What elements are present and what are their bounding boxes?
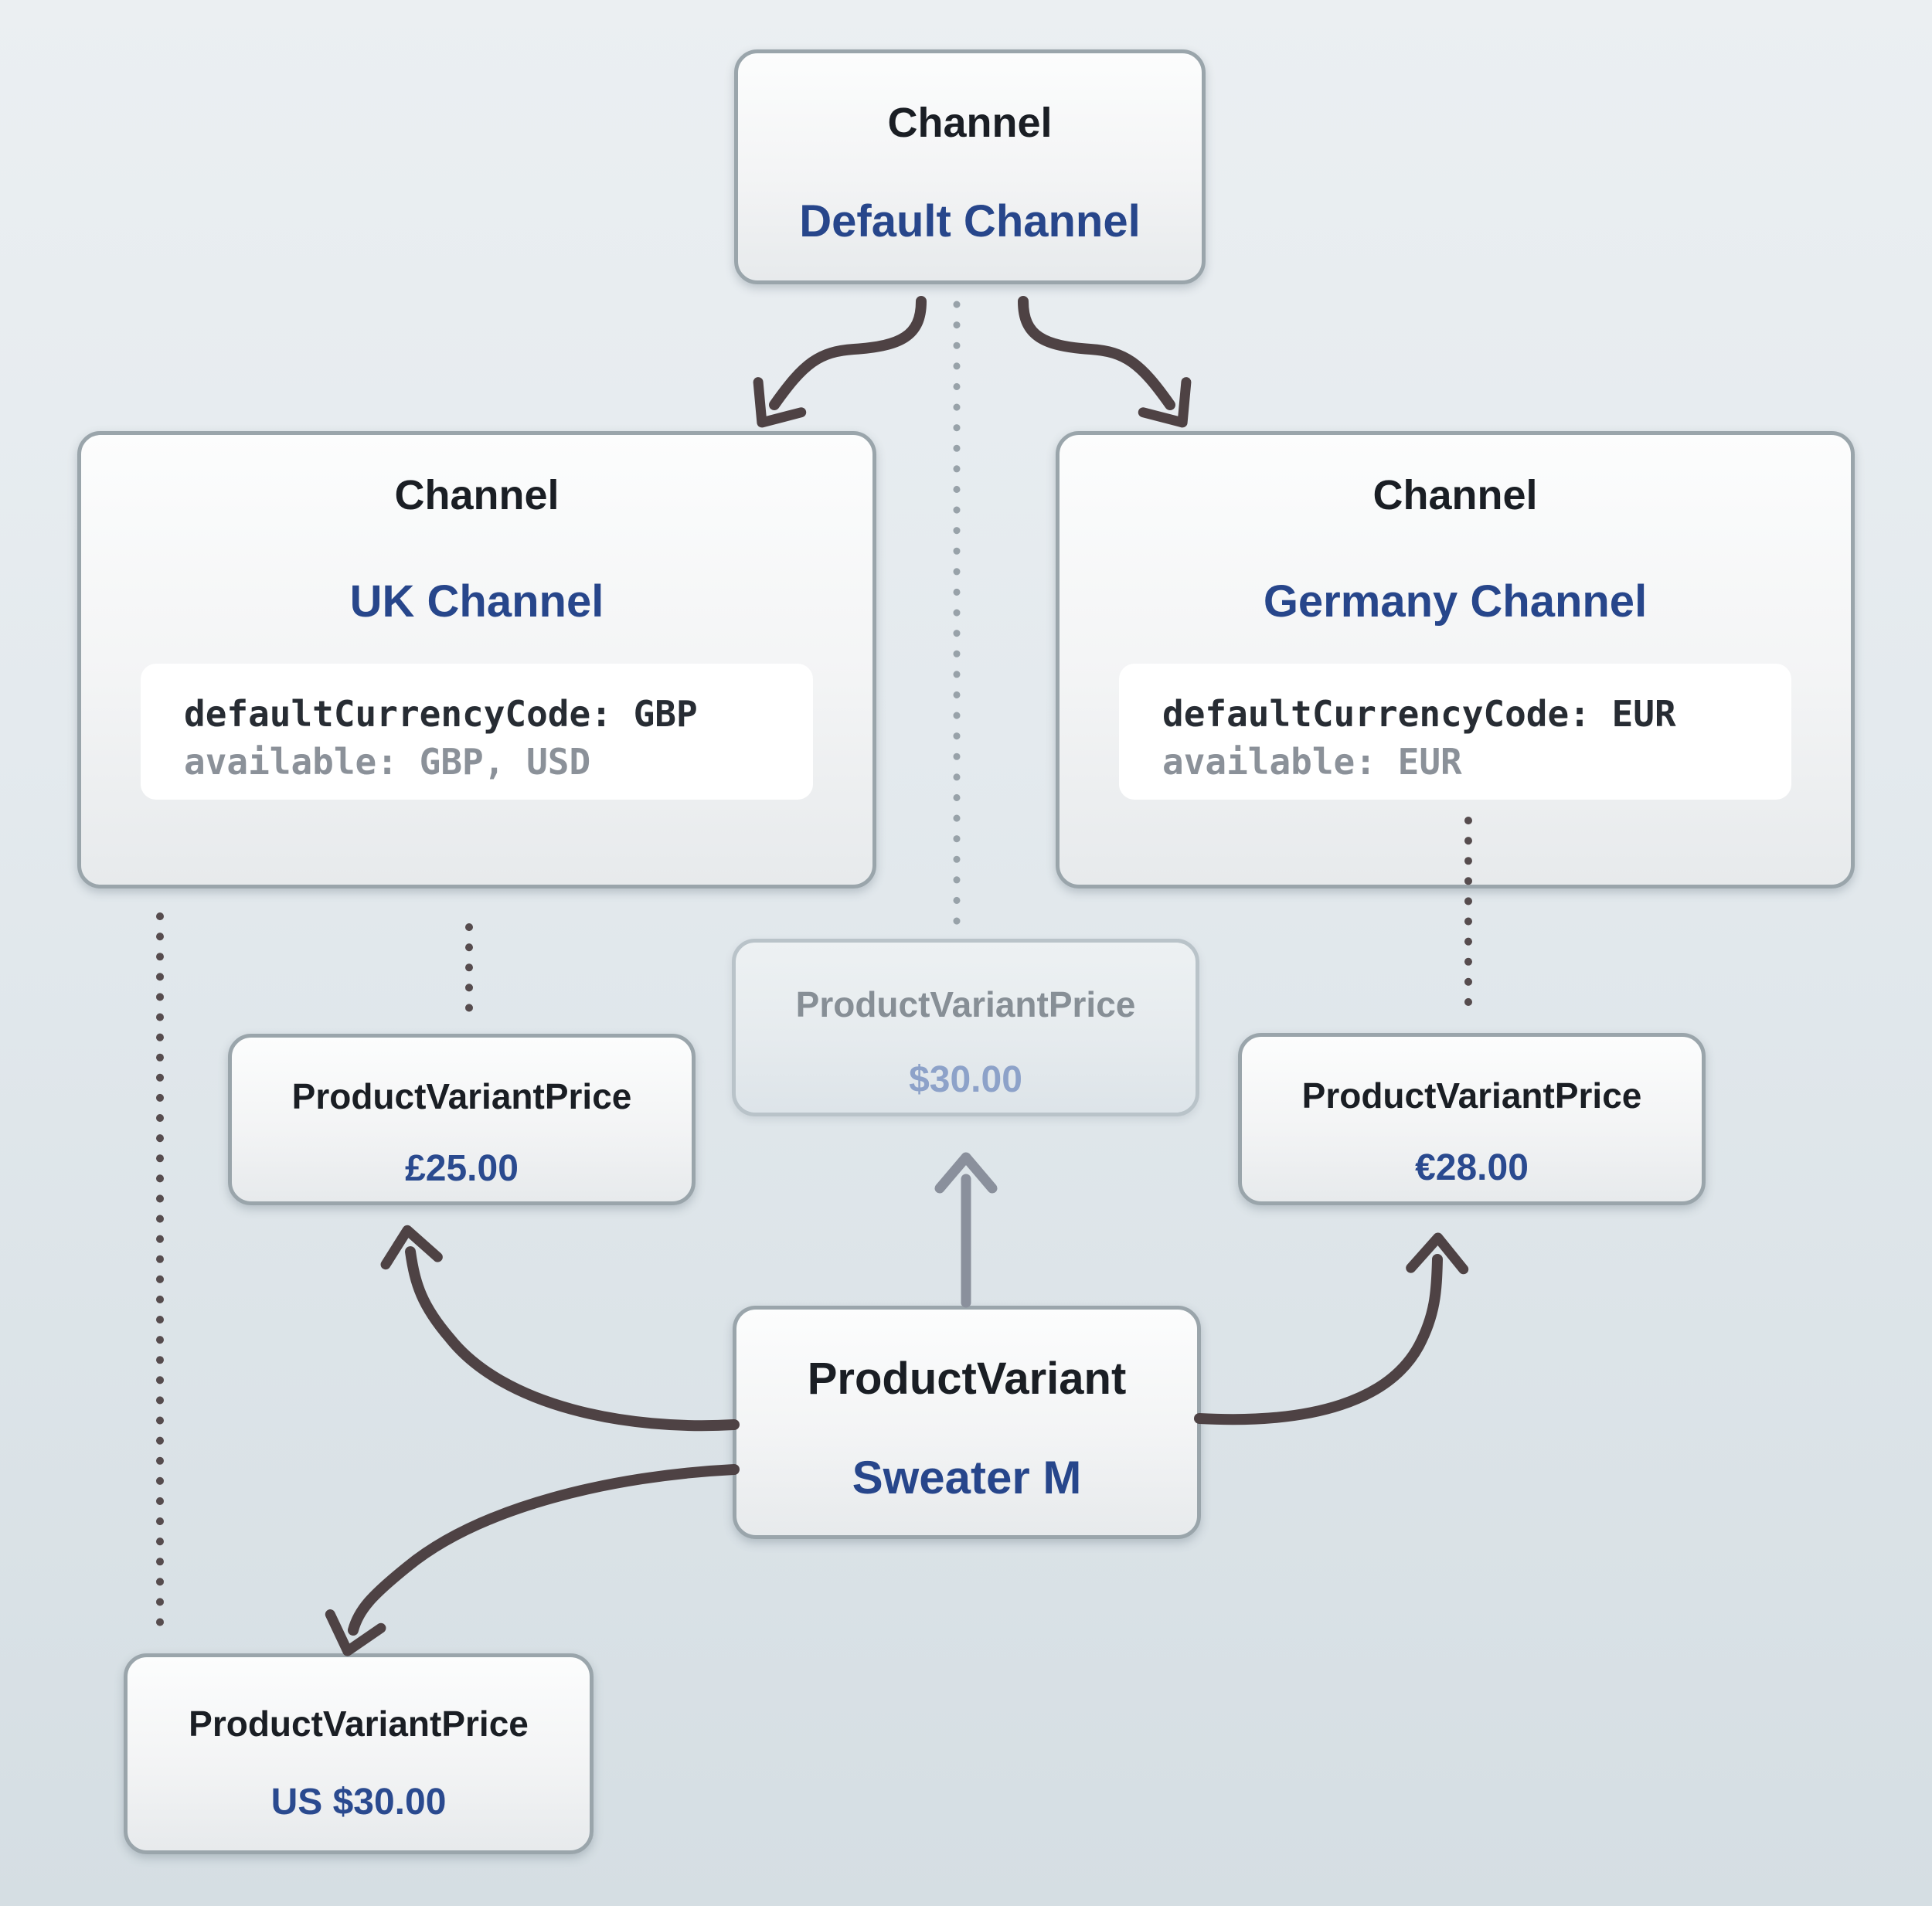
code-default-currency: defaultCurrencyCode: EUR (1162, 693, 1676, 735)
currency-code-block: defaultCurrencyCode: GBP available: GBP,… (141, 664, 813, 800)
node-title: Default Channel (799, 196, 1141, 246)
node-title: Sweater M (852, 1452, 1082, 1503)
node-product-variant: ProductVariant Sweater M (733, 1306, 1201, 1539)
code-default-currency: defaultCurrencyCode: GBP (184, 693, 698, 735)
node-default-price-faded: ProductVariantPrice $30.00 (732, 939, 1199, 1116)
node-type-label: Channel (1372, 472, 1538, 518)
currency-code-block: defaultCurrencyCode: EUR available: EUR (1119, 664, 1791, 800)
arrow-product-variant-to-germany-price (1194, 1232, 1469, 1425)
node-type-label: ProductVariantPrice (291, 1076, 632, 1116)
node-type-label: ProductVariant (807, 1354, 1127, 1404)
node-germany-price: ProductVariantPrice €28.00 (1238, 1033, 1706, 1205)
price-value: €28.00 (1415, 1147, 1529, 1188)
code-available-currencies: available: GBP, USD (184, 741, 591, 783)
node-type-label: Channel (394, 472, 560, 518)
arrow-product-variant-to-uk-price (380, 1225, 740, 1432)
node-type-label: Channel (887, 100, 1053, 146)
arrow-default-channel-to-uk-channel (753, 296, 927, 428)
node-uk-channel: Channel UK Channel defaultCurrencyCode: … (77, 431, 876, 888)
arrow-product-variant-to-usd-price (325, 1464, 740, 1656)
node-type-label: ProductVariantPrice (189, 1704, 529, 1744)
price-value: US $30.00 (270, 1782, 447, 1823)
code-available-currencies: available: EUR (1162, 741, 1462, 783)
node-type-label: ProductVariantPrice (795, 984, 1136, 1024)
node-default-channel: Channel Default Channel (734, 49, 1206, 284)
node-uk-price: ProductVariantPrice £25.00 (228, 1034, 696, 1205)
arrow-default-channel-to-germany-channel (1018, 296, 1192, 428)
node-title: Germany Channel (1263, 576, 1648, 627)
price-value: £25.00 (405, 1148, 519, 1189)
price-value: $30.00 (909, 1059, 1022, 1100)
node-germany-channel: Channel Germany Channel defaultCurrencyC… (1056, 431, 1855, 888)
node-title: UK Channel (349, 576, 604, 627)
node-usd-price: ProductVariantPrice US $30.00 (124, 1653, 594, 1854)
node-type-label: ProductVariantPrice (1301, 1075, 1642, 1116)
